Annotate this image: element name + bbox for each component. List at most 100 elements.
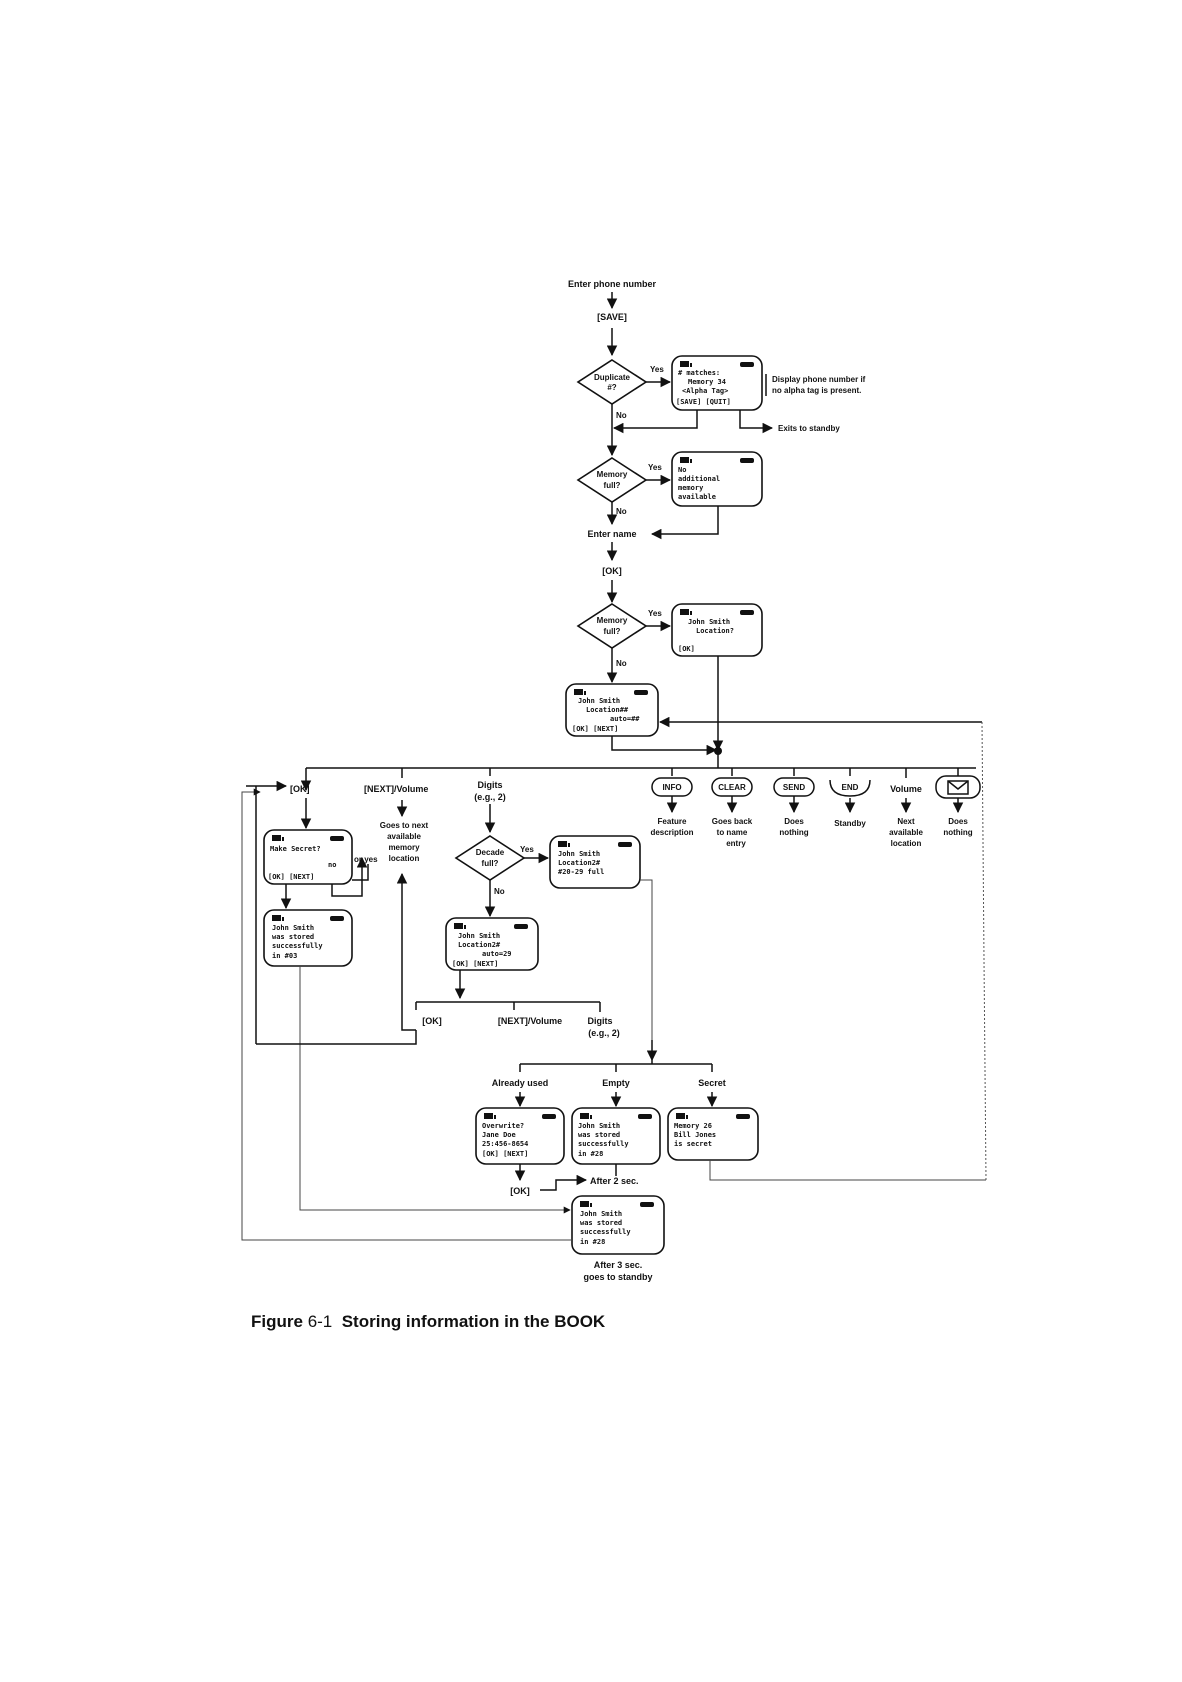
stored-28-line1: John Smith: [578, 1122, 620, 1130]
next-result-line1: Goes to next: [380, 821, 429, 830]
location-auto-line4: [OK] [NEXT]: [572, 725, 618, 733]
end-key-label: END: [842, 783, 859, 792]
no-memory-line1: No: [678, 466, 686, 474]
exits-to-standby-label: Exits to standby: [778, 424, 840, 433]
clear-result-line1: Goes back: [712, 817, 753, 826]
memory-full-2-line1: Memory: [597, 616, 628, 625]
digits-second-line1: Digits: [587, 1016, 612, 1026]
decade-no: No: [494, 887, 505, 896]
send-key-label: SEND: [783, 783, 805, 792]
memory-full-2-yes: Yes: [648, 609, 662, 618]
duplicate-screen-line1: # matches:: [678, 369, 720, 377]
decade-full-screen: [549, 835, 641, 889]
overwrite-line3: 25:456-8654: [482, 1140, 528, 1148]
final-line4: in #28: [580, 1238, 605, 1246]
decade-yes: Yes: [520, 845, 534, 854]
decade-auto-line2: Location2#: [458, 941, 501, 949]
clear-result-line2: to name: [717, 828, 748, 837]
ok-key-main: [OK]: [290, 784, 310, 794]
volume-result-line2: available: [889, 828, 923, 837]
secret-label: Secret: [698, 1078, 726, 1088]
figure-caption: Figure 6-1 Storing information in the BO…: [251, 1312, 605, 1332]
stored-03-screen: [263, 909, 353, 967]
secret-location-screen: [667, 1107, 759, 1161]
end-result-line1: Standby: [834, 819, 866, 828]
next-result-line4: location: [389, 854, 420, 863]
volume-key: Volume: [890, 784, 922, 794]
final-line1: John Smith: [580, 1210, 622, 1218]
make-secret-screen: [263, 829, 353, 885]
message-result-line1: Does: [948, 817, 968, 826]
no-memory-line3: memory: [678, 484, 704, 492]
caption-title: Storing information in the BOOK: [341, 1312, 606, 1331]
info-key-label: INFO: [662, 783, 681, 792]
decade-full-decision: [454, 835, 526, 881]
info-result-line2: description: [650, 828, 693, 837]
ok-key-second: [OK]: [422, 1016, 442, 1026]
make-secret-line1: Make Secret?: [270, 845, 321, 853]
location-query-line2: Location?: [696, 627, 734, 635]
location-query-line4: [OK]: [678, 645, 695, 653]
duplicate-screen-line4: [SAVE] [QUIT]: [676, 398, 731, 406]
secret-screen-line3: is secret: [674, 1140, 712, 1148]
location-auto-line1: John Smith: [578, 697, 620, 705]
stored-28-line2: was stored: [578, 1131, 620, 1139]
location-auto-line2: Location##: [586, 706, 629, 714]
digits-key-line1: Digits: [477, 780, 502, 790]
location-query-screen: [671, 603, 763, 657]
decade-full-line2: Location2#: [558, 859, 601, 867]
duplicate-note-line1: Display phone number if: [772, 375, 866, 384]
final-stored-screen: [571, 1195, 665, 1255]
final-line2: was stored: [580, 1219, 622, 1227]
next-volume-key-second: [NEXT]/Volume: [498, 1016, 562, 1026]
or-yes-label: or yes: [354, 855, 378, 864]
make-secret-line4: [OK] [NEXT]: [268, 873, 314, 881]
stored-03-line3: successfully: [272, 942, 323, 950]
stored-03-line2: was stored: [272, 933, 314, 941]
overwrite-line2: Jane Doe: [482, 1131, 516, 1139]
stored-28-line4: in #28: [578, 1150, 603, 1158]
clear-key-label: CLEAR: [718, 783, 746, 792]
no-memory-line4: available: [678, 493, 716, 501]
after-3-sec-line1: After 3 sec.: [594, 1260, 643, 1270]
info-result-line1: Feature: [658, 817, 687, 826]
next-volume-key-main: [NEXT]/Volume: [364, 784, 428, 794]
decade-question-line1: Decade: [476, 848, 505, 857]
decade-auto-line3: auto=29: [482, 950, 512, 958]
secret-screen-line1: Memory 26: [674, 1122, 712, 1130]
decade-auto-line1: John Smith: [458, 932, 500, 940]
digits-key-line2: (e.g., 2): [474, 792, 506, 802]
caption-prefix: Figure: [251, 1312, 303, 1331]
caption-number: 6-1: [307, 1312, 333, 1331]
decade-question-line2: full?: [482, 859, 499, 868]
duplicate-screen-line2: Memory 34: [688, 378, 726, 386]
enter-name-label: Enter name: [587, 529, 636, 539]
final-line3: successfully: [580, 1228, 631, 1236]
stored-03-line1: John Smith: [272, 924, 314, 932]
send-result-line1: Does: [784, 817, 804, 826]
secret-screen-line2: Bill Jones: [674, 1131, 716, 1139]
location-auto-line3: auto=##: [610, 715, 640, 723]
duplicate-decision: [576, 359, 648, 405]
overwrite-line4: [OK] [NEXT]: [482, 1150, 528, 1158]
decade-auto-line4: [OK] [NEXT]: [452, 960, 498, 968]
memory-full-1-line2: full?: [604, 481, 621, 490]
duplicate-screen-line3: <Alpha Tag>: [682, 387, 728, 395]
digits-second-line2: (e.g., 2): [588, 1028, 620, 1038]
decade-full-line1: John Smith: [558, 850, 600, 858]
location-query-line1: John Smith: [688, 618, 730, 626]
memory-full-1-yes: Yes: [648, 463, 662, 472]
after-2-sec-label: After 2 sec.: [590, 1176, 639, 1186]
memory-full-decision-1: [576, 457, 648, 503]
memory-full-1-no: No: [616, 507, 627, 516]
end-key[interactable]: [829, 779, 871, 797]
already-used-label: Already used: [492, 1078, 549, 1088]
after-3-sec-line2: goes to standby: [583, 1272, 652, 1282]
overwrite-ok-key: [OK]: [510, 1186, 530, 1196]
stored-03-line4: in #03: [272, 952, 297, 960]
memory-full-2-no: No: [616, 659, 627, 668]
enter-phone-number-label: Enter phone number: [568, 279, 657, 289]
clear-result-line3: entry: [726, 839, 746, 848]
duplicate-matches-screen: [671, 355, 763, 411]
